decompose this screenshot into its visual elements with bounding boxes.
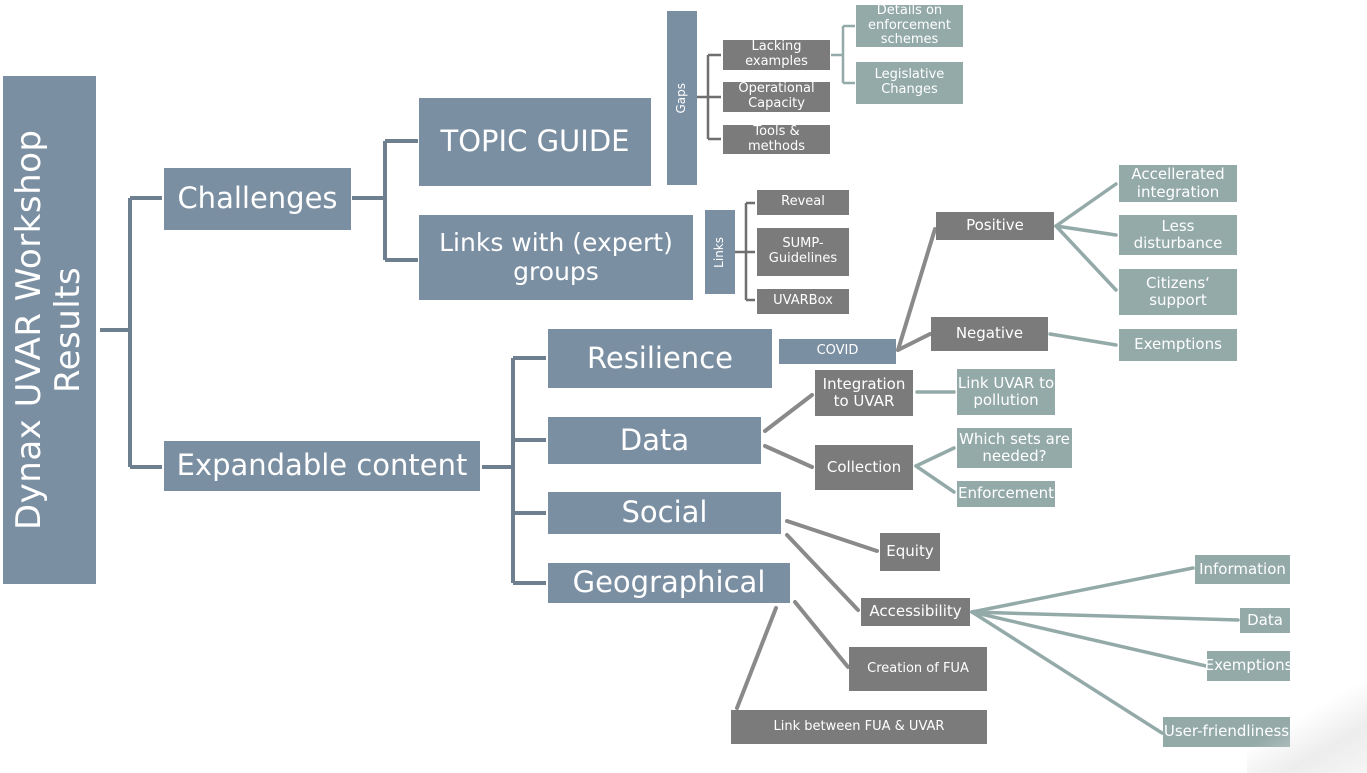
node-gaps: Gaps <box>667 11 697 185</box>
node-information: Information <box>1195 555 1290 584</box>
collection-which-line <box>914 446 956 468</box>
collection-enforcement-line <box>914 464 956 494</box>
access-data-line <box>970 610 1240 622</box>
node-positive: Positive <box>936 212 1054 240</box>
page-title: Dynax UVAR Workshop Results <box>9 129 89 531</box>
node-citizens-support: Citizens‘ support <box>1119 269 1237 315</box>
node-data: Data <box>548 417 761 464</box>
node-legislative-changes: Legislative Changes <box>856 62 963 104</box>
node-equity: Equity <box>880 533 940 571</box>
node-exemptions-negative: Exemptions <box>1119 329 1237 361</box>
access-user-line <box>970 610 1164 735</box>
data-integration-line <box>763 393 814 433</box>
node-link-fua-uvar: Link between FUA & UVAR <box>731 710 987 744</box>
node-sump-guidelines: SUMP- Guidelines <box>757 228 849 276</box>
links-connector <box>735 201 755 302</box>
node-links-with-expert-groups: Links with (expert) groups <box>419 215 693 300</box>
node-integration-to-uvar: Integration to UVAR <box>815 370 913 416</box>
node-accessibility-exemptions: Exemptions <box>1205 651 1292 681</box>
positive-accel-line <box>1054 182 1118 228</box>
node-accessibility: Accessibility <box>861 598 970 626</box>
root-connector <box>100 196 162 469</box>
node-collection: Collection <box>815 445 913 490</box>
node-less-disturbance: Less disturbance <box>1119 215 1237 255</box>
node-covid: COVID <box>779 339 896 364</box>
node-lacking-examples: Lacking examples <box>723 39 830 70</box>
access-exemptions-line <box>970 610 1208 668</box>
node-reveal: Reveal <box>757 190 849 215</box>
node-operational-capacity: Operational Capacity <box>723 81 830 112</box>
node-links: Links <box>705 210 735 294</box>
gaps-label: Gaps <box>674 82 689 114</box>
access-info-line <box>970 566 1195 614</box>
node-link-uvar-pollution: Link UVAR to pollution <box>957 369 1055 415</box>
page-curl-decoration <box>1247 683 1367 773</box>
social-accessibility-line <box>785 533 860 612</box>
positive-citizens-line <box>1054 224 1118 292</box>
node-negative: Negative <box>931 317 1048 351</box>
node-which-sets-needed: Which sets are needed? <box>957 428 1072 468</box>
node-uvarbox: UVARBox <box>757 289 849 314</box>
node-geographical: Geographical <box>548 563 790 603</box>
lacking-connector <box>831 24 855 85</box>
node-creation-of-fua: Creation of FUA <box>849 647 987 691</box>
node-tools-methods: Tools & methods <box>723 124 830 154</box>
data-collection-line <box>763 444 814 469</box>
social-equity-line <box>785 519 879 553</box>
node-topic-guide: TOPIC GUIDE <box>419 98 651 186</box>
node-expandable-content: Expandable content <box>164 441 480 491</box>
node-enforcement: Enforcement <box>957 481 1055 507</box>
node-accessibility-data: Data <box>1240 608 1290 633</box>
node-accellerated-integration: Accellerated integration <box>1119 165 1237 202</box>
expandable-connector <box>482 356 546 585</box>
positive-less-line <box>1054 224 1118 237</box>
geo-link-line <box>735 606 778 710</box>
challenges-connector <box>352 139 418 262</box>
covid-negative-line <box>896 332 932 352</box>
node-details-enforcement: Details on enforcement schemes <box>856 3 963 47</box>
node-challenges: Challenges <box>164 168 351 230</box>
gaps-connector <box>697 53 721 141</box>
covid-positive-line <box>896 227 937 352</box>
title-banner: Dynax UVAR Workshop Results <box>3 76 96 584</box>
links-label: Links <box>712 236 727 268</box>
geo-fua-line <box>793 600 850 669</box>
node-resilience: Resilience <box>548 329 772 388</box>
negative-exemptions-line <box>1048 332 1118 347</box>
node-social: Social <box>548 492 781 534</box>
